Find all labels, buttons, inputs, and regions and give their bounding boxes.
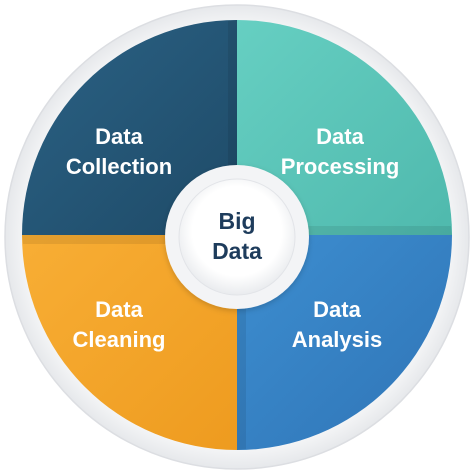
- quadrant-data-cleaning: [22, 235, 237, 450]
- label-data-cleaning-line1: Data: [95, 297, 143, 322]
- label-data-processing-line2: Processing: [281, 154, 400, 179]
- label-data-analysis-line1: Data: [313, 297, 361, 322]
- label-data-cleaning-line2: Cleaning: [73, 327, 166, 352]
- quadrant-data-collection: [22, 20, 237, 235]
- quadrant-data-analysis: [237, 235, 452, 450]
- label-data-processing-line1: Data: [316, 124, 364, 149]
- center-circle: [178, 178, 296, 296]
- quadrant-data-processing: [237, 20, 452, 235]
- label-data-collection-line2: Collection: [66, 154, 172, 179]
- center-title-line2: Data: [212, 238, 262, 264]
- label-data-collection-line1: Data: [95, 124, 143, 149]
- center-title-line1: Big: [218, 208, 255, 234]
- label-data-analysis-line2: Analysis: [292, 327, 383, 352]
